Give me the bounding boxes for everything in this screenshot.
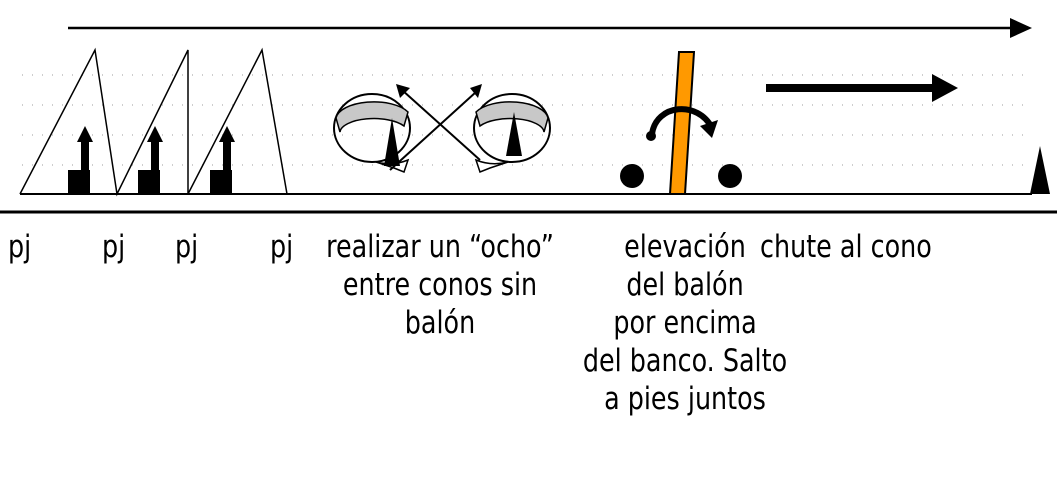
target-cone — [1030, 146, 1050, 194]
label-pj-2: pj — [102, 229, 126, 265]
label-figure-eight: realizar un “ocho” entre conos sin balón — [326, 229, 554, 341]
label-pj-4: pj — [270, 229, 294, 265]
shot-arrow — [766, 74, 958, 102]
player-figure-3 — [210, 126, 235, 194]
label-elevation: elevación del balón por encima del banco… — [582, 229, 788, 417]
bench-station — [620, 51, 742, 195]
cone-left — [384, 118, 400, 166]
zigzag-path — [19, 47, 288, 197]
label-pj-1: pj — [8, 229, 32, 265]
dotted-field — [22, 74, 1030, 166]
player-figure-2 — [138, 126, 163, 194]
label-shot: chute al cono — [760, 229, 932, 265]
direction-arrow — [68, 18, 1032, 38]
label-pj-3: pj — [175, 229, 199, 265]
cone-right — [506, 112, 522, 156]
player-figure-1 — [68, 126, 93, 194]
figure-eight-swirls — [333, 84, 551, 173]
